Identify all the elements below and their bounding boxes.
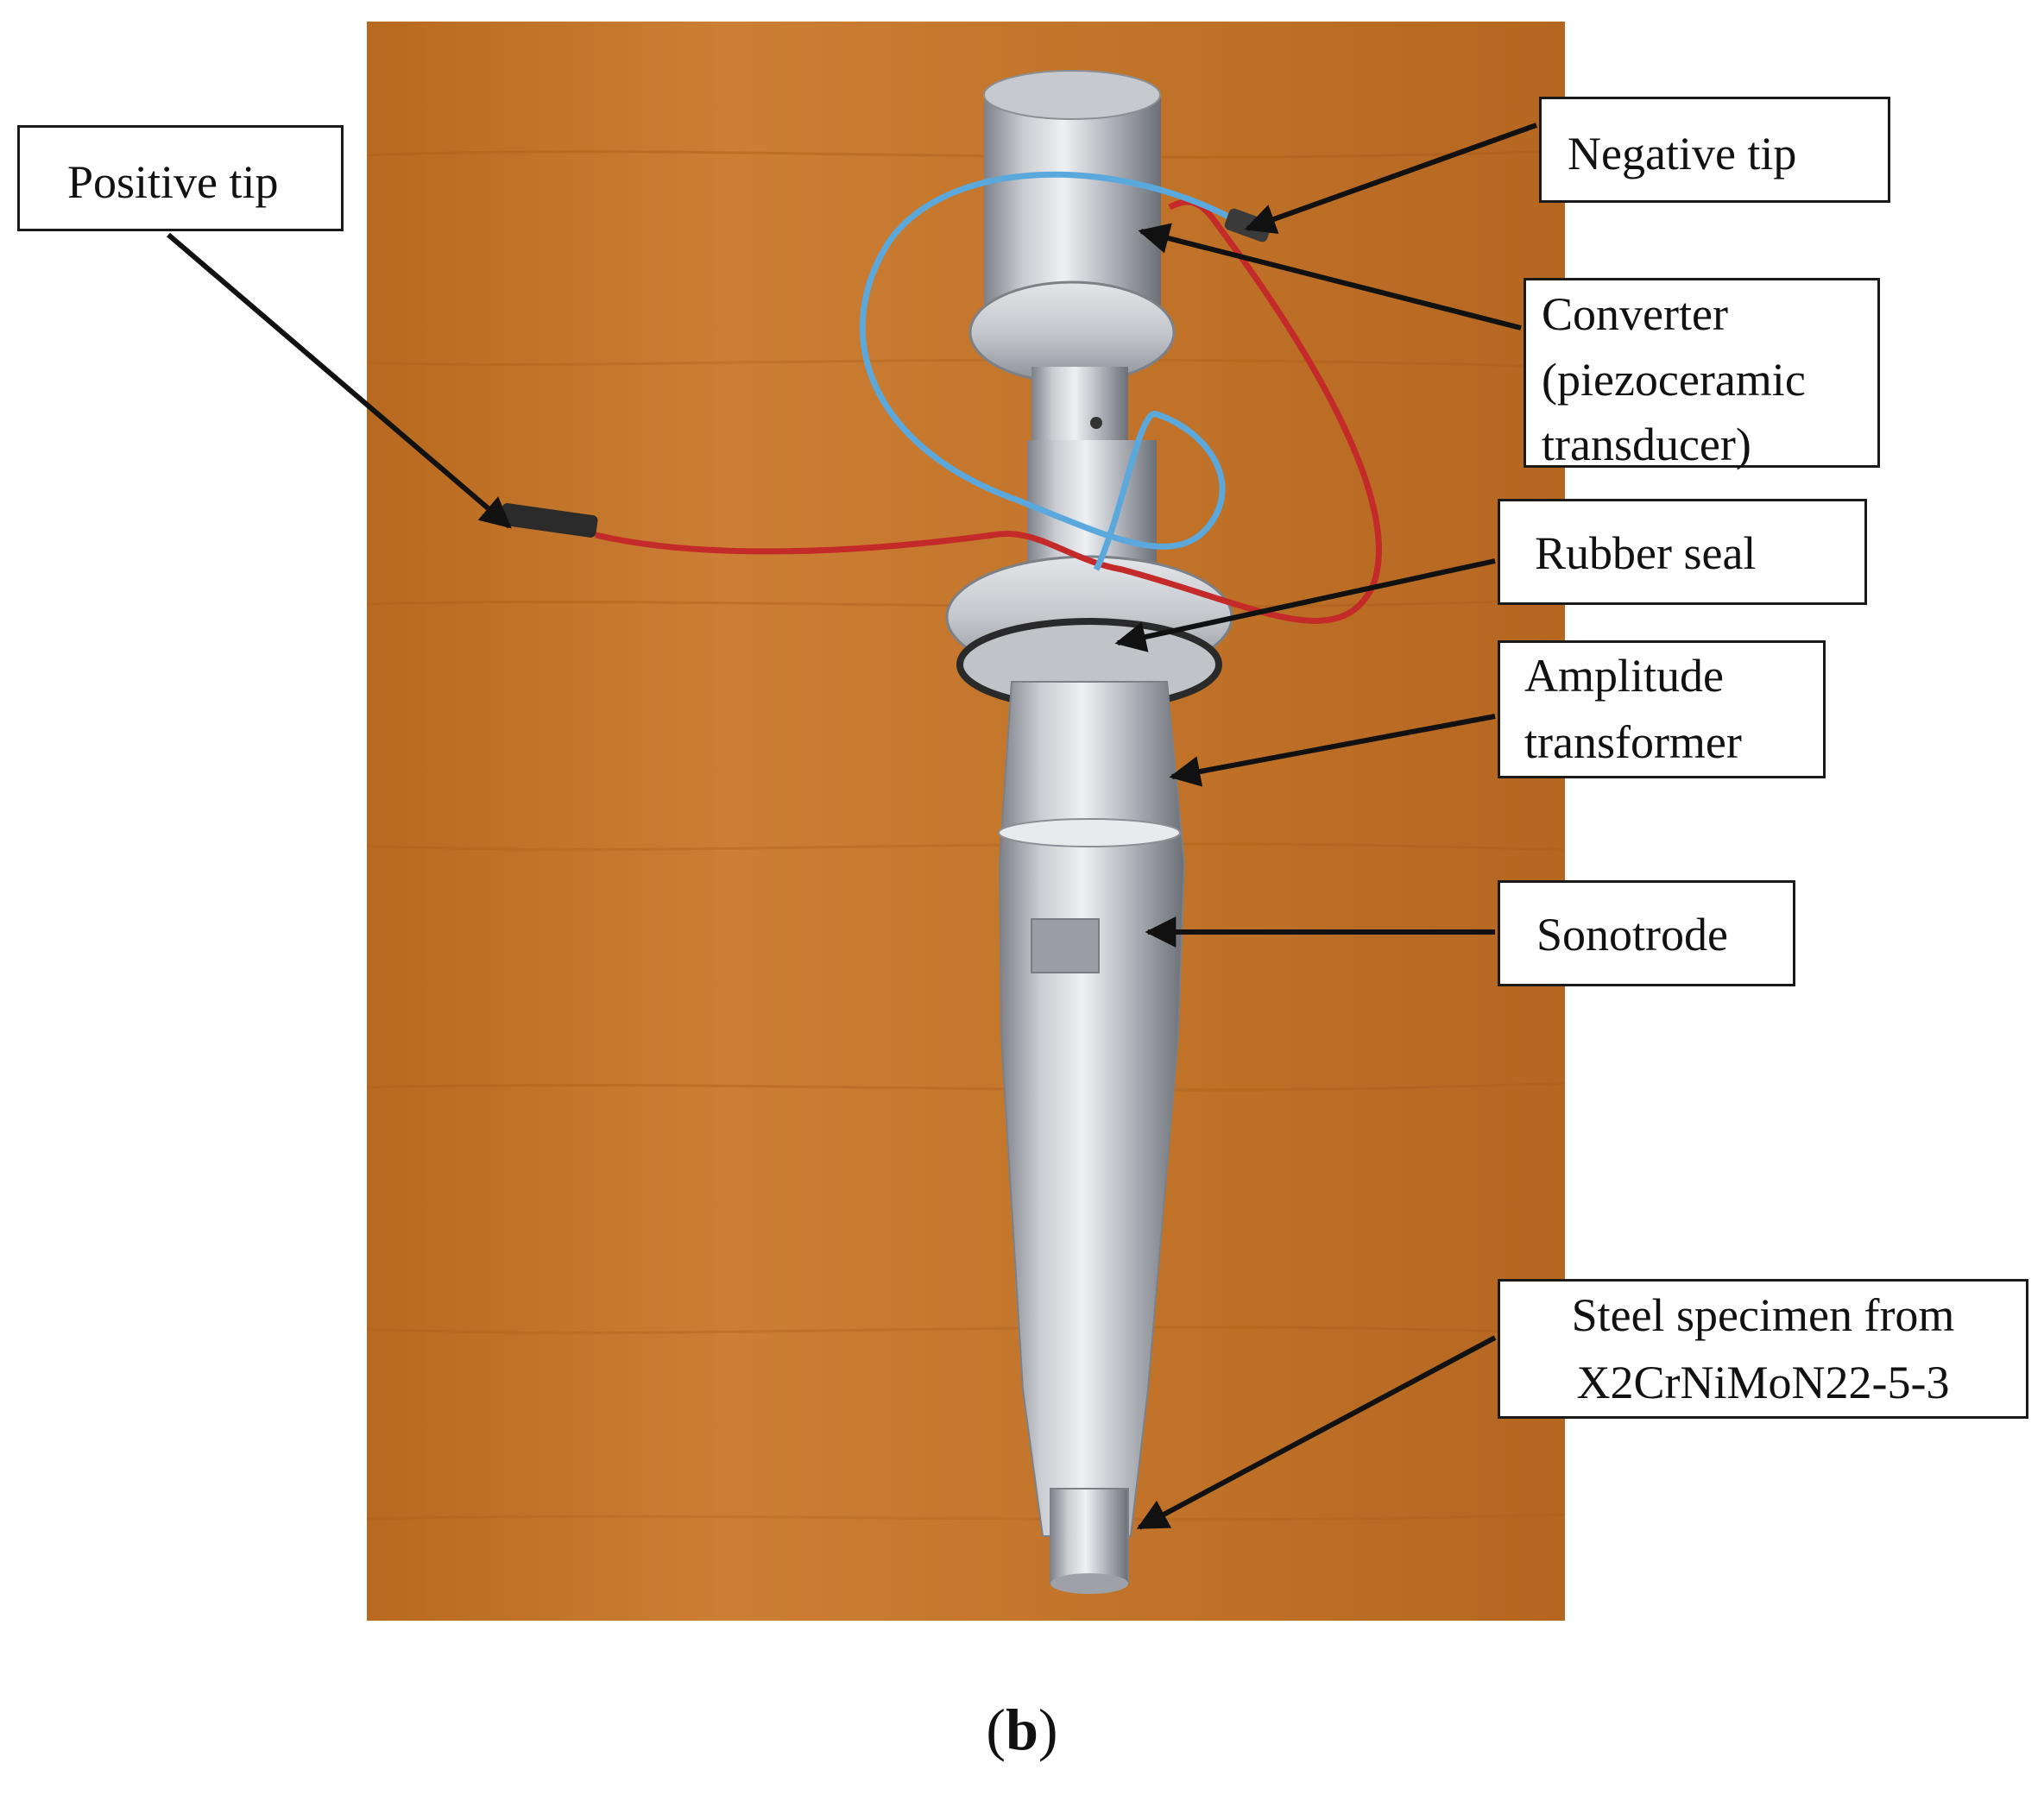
caption-open-paren: ( — [986, 1697, 1006, 1762]
sonotrode-body — [998, 681, 1186, 1537]
arrow-amplitude-transformer — [1169, 714, 1496, 787]
label-positive-tip-text: Positive tip — [67, 156, 279, 208]
label-converter-line-3: transducer) — [1542, 419, 1751, 471]
arrow-converter — [1138, 223, 1522, 331]
label-steel-specimen-line-1: Steel specimen from — [1571, 1289, 1955, 1341]
caption-letter: b — [1006, 1697, 1038, 1762]
label-rubber-seal: Rubber seal — [1498, 499, 1867, 605]
steel-specimen — [1050, 1488, 1129, 1584]
caption-close-paren: ) — [1038, 1697, 1058, 1762]
label-steel-specimen: Steel specimen from X2CrNiMoN22-5-3 — [1498, 1279, 2028, 1419]
blue-wire — [860, 171, 1245, 571]
label-sonotrode-text: Sonotrode — [1536, 909, 1728, 960]
arrow-rubber-seal — [1114, 558, 1496, 652]
figure-caption: (b) — [0, 1696, 2044, 1764]
wooden-board — [366, 22, 1566, 1621]
ultrasonic-apparatus — [945, 70, 1233, 1594]
leader-arrows — [167, 123, 1538, 1530]
arrow-positive-tip — [167, 232, 512, 529]
label-amplitude-transformer-line-2: transformer — [1524, 715, 1742, 768]
label-converter: Converter (piezoceramic transducer) — [1524, 278, 1880, 470]
label-amplitude-transformer-line-1: Amplitude — [1524, 650, 1724, 702]
label-converter-line-1: Converter — [1542, 288, 1728, 340]
label-rubber-seal-text: Rubber seal — [1535, 527, 1757, 579]
arrow-negative-tip — [1244, 123, 1538, 235]
arrow-steel-specimen — [1136, 1335, 1497, 1530]
label-negative-tip-text: Negative tip — [1568, 128, 1797, 180]
label-converter-line-2: (piezoceramic — [1542, 353, 1806, 406]
label-sonotrode: Sonotrode — [1498, 880, 1795, 986]
label-negative-tip: Negative tip — [1539, 97, 1890, 203]
label-amplitude-transformer: Amplitude transformer — [1498, 640, 1826, 778]
positive-tip-connector — [500, 503, 598, 538]
label-positive-tip: Positive tip — [17, 125, 344, 231]
label-steel-specimen-line-2: X2CrNiMoN22-5-3 — [1576, 1357, 1950, 1409]
